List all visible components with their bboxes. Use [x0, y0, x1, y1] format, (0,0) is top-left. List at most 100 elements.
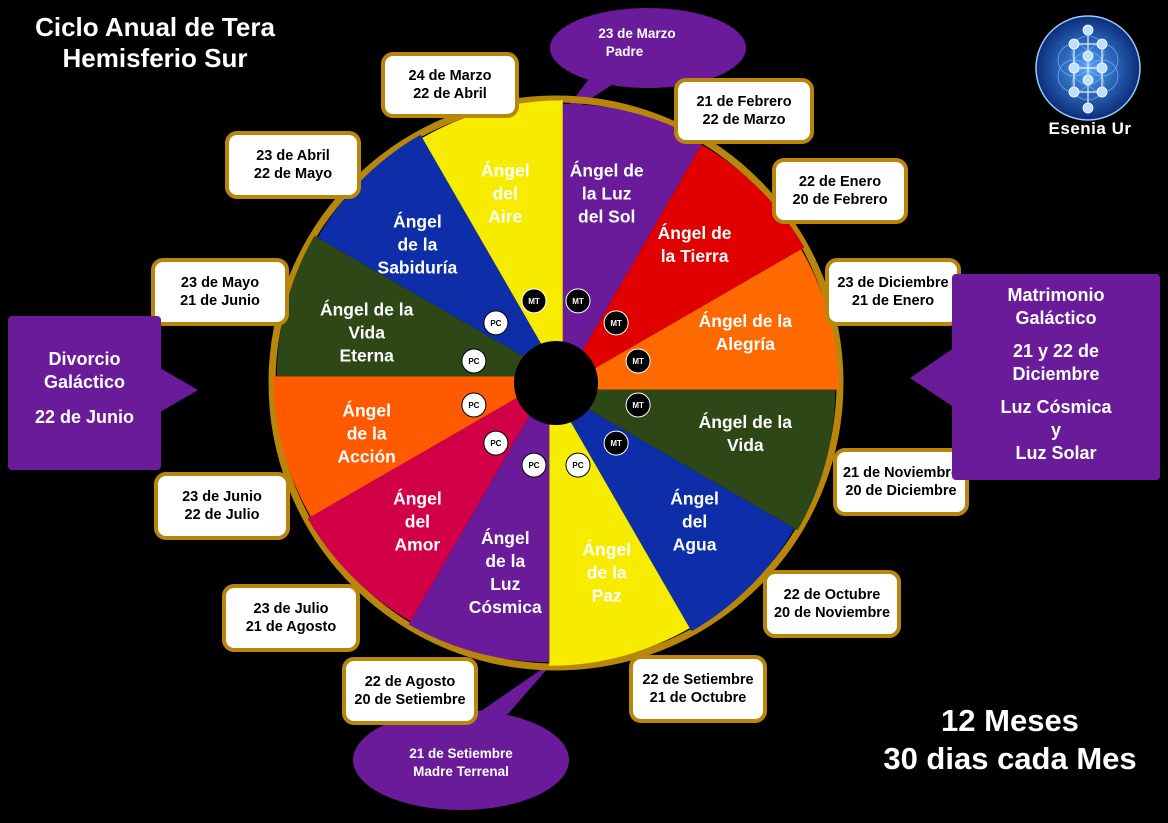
- date-box-alegria: 23 de Diciembre 21 de Enero: [825, 258, 961, 326]
- segment-label-line: Ángel de la: [699, 310, 793, 331]
- tree-of-life-icon: [1035, 15, 1141, 121]
- marker-circle: [603, 310, 629, 336]
- segment-label-line: del: [682, 512, 707, 532]
- segment-label-line: Aire: [488, 207, 522, 227]
- date-end: 22 de Marzo: [702, 112, 786, 128]
- right-callout-arrow: [910, 345, 958, 410]
- date-start: 23 de Junio: [182, 489, 262, 505]
- segment-label-line: Acción: [337, 447, 395, 467]
- marker-label: PC: [468, 401, 479, 410]
- bottom-bubble-shape: [353, 660, 569, 810]
- right-box-line-3: 21 y 22 de: [1012, 341, 1100, 361]
- bubble-role: Madre Terrenal: [413, 764, 509, 779]
- divorcio-galactico-box: Divorcio Galáctico 22 de Junio: [8, 316, 161, 470]
- marker-circle: [521, 288, 547, 314]
- segment-label-line: Ángel: [582, 538, 631, 559]
- date-end: 22 de Abril: [413, 86, 487, 102]
- marker-label: MT: [528, 297, 540, 306]
- pc-marker: PC: [565, 452, 591, 478]
- left-box-line-2: Galáctico: [43, 372, 126, 392]
- date-start: 21 de Noviembre: [842, 465, 960, 481]
- segment-label-line: Ángel de: [570, 160, 644, 181]
- date-box-aire: 24 de Marzo 22 de Abril: [381, 52, 519, 118]
- right-box-line-7: Luz Solar: [1015, 443, 1097, 463]
- marker-label: MT: [610, 319, 622, 328]
- date-start: 21 de Febrero: [696, 94, 792, 110]
- title-line-2: Hemisferio Sur: [62, 43, 248, 73]
- marker-circle: [603, 430, 629, 456]
- date-box-sabiduria: 23 de Abril 22 de Mayo: [225, 131, 361, 199]
- date-start: 23 de Diciembre: [837, 275, 949, 291]
- segment-label-line: Sabiduría: [378, 257, 458, 277]
- months-count: 12 Meses: [941, 703, 1079, 738]
- mt-marker: MT: [625, 392, 651, 418]
- bottom-bubble-text: 21 de Setiembre Madre Terrenal: [380, 745, 542, 781]
- date-start: 23 de Mayo: [180, 275, 260, 291]
- date-end: 22 de Julio: [184, 507, 260, 523]
- date-end: 20 de Setiembre: [354, 692, 466, 708]
- left-callout-arrow: [160, 368, 198, 412]
- segment-label-line: del: [493, 184, 518, 204]
- segment-label-line: del Sol: [578, 207, 635, 227]
- segment-label-line: de la: [347, 424, 387, 444]
- segment-label-line: Ángel de: [658, 222, 732, 243]
- right-box-line-5: Luz Cósmica: [1000, 397, 1112, 417]
- date-end: 20 de Noviembre: [773, 605, 891, 621]
- date-start: 22 de Enero: [798, 174, 882, 190]
- date-start: 23 de Abril: [256, 148, 330, 164]
- marker-label: PC: [468, 357, 479, 366]
- segment-label-line: la Tierra: [661, 246, 729, 266]
- date-box-vida-eterna: 23 de Mayo 21 de Junio: [151, 258, 289, 326]
- wheel-segment: [408, 381, 550, 663]
- date-start: 24 de Marzo: [408, 68, 492, 84]
- marker-circle: [521, 452, 547, 478]
- date-box-tierra: 22 de Enero 20 de Febrero: [772, 158, 908, 224]
- marker-label: PC: [572, 461, 583, 470]
- date-box-amor: 23 de Julio 21 de Agosto: [222, 584, 360, 652]
- marker-label: MT: [632, 357, 644, 366]
- marker-circle: [565, 288, 591, 314]
- right-box-line-6: y: [1050, 420, 1061, 440]
- segment-label-line: de la: [397, 234, 437, 254]
- date-end: 21 de Junio: [180, 293, 260, 309]
- date-box-luz-sol: 21 de Febrero 22 de Marzo: [674, 78, 814, 144]
- wheel-segment: [562, 103, 704, 385]
- days-per-month: 30 dias cada Mes: [883, 741, 1137, 776]
- bubble-date: 21 de Setiembre: [409, 746, 513, 761]
- date-end: 21 de Enero: [851, 293, 935, 309]
- segment-label-line: Vida: [727, 435, 764, 455]
- marker-label: MT: [610, 439, 622, 448]
- right-box-line-4: Diciembre: [1012, 364, 1100, 384]
- date-end: 20 de Diciembre: [845, 483, 957, 499]
- marker-label: PC: [490, 319, 501, 328]
- wheel-hub: [514, 341, 598, 425]
- marker-label: PC: [490, 439, 501, 448]
- date-box-luz-cosmica: 22 de Agosto 20 de Setiembre: [342, 657, 478, 725]
- bubble-role: Padre: [605, 44, 644, 59]
- segment-label-line: de la: [485, 551, 525, 571]
- matrimonio-galactico-box: Matrimonio Galáctico 21 y 22 de Diciembr…: [952, 274, 1160, 480]
- date-start: 22 de Setiembre: [642, 672, 754, 688]
- date-start: 22 de Agosto: [364, 674, 456, 690]
- bubble-date: 23 de Marzo: [598, 26, 676, 41]
- pc-marker: PC: [521, 452, 547, 478]
- date-end: 21 de Agosto: [245, 619, 337, 635]
- marker-circle: [483, 310, 509, 336]
- segment-label-line: del: [405, 512, 430, 532]
- marker-label: MT: [632, 401, 644, 410]
- segment-label-line: Vida: [348, 322, 385, 342]
- logo-label: Esenia Ur: [1048, 119, 1132, 138]
- date-start: 23 de Julio: [253, 601, 329, 617]
- marker-circle: [565, 452, 591, 478]
- date-box-agua: 22 de Octubre 20 de Noviembre: [763, 570, 901, 638]
- date-box-accion: 23 de Junio 22 de Julio: [154, 472, 290, 540]
